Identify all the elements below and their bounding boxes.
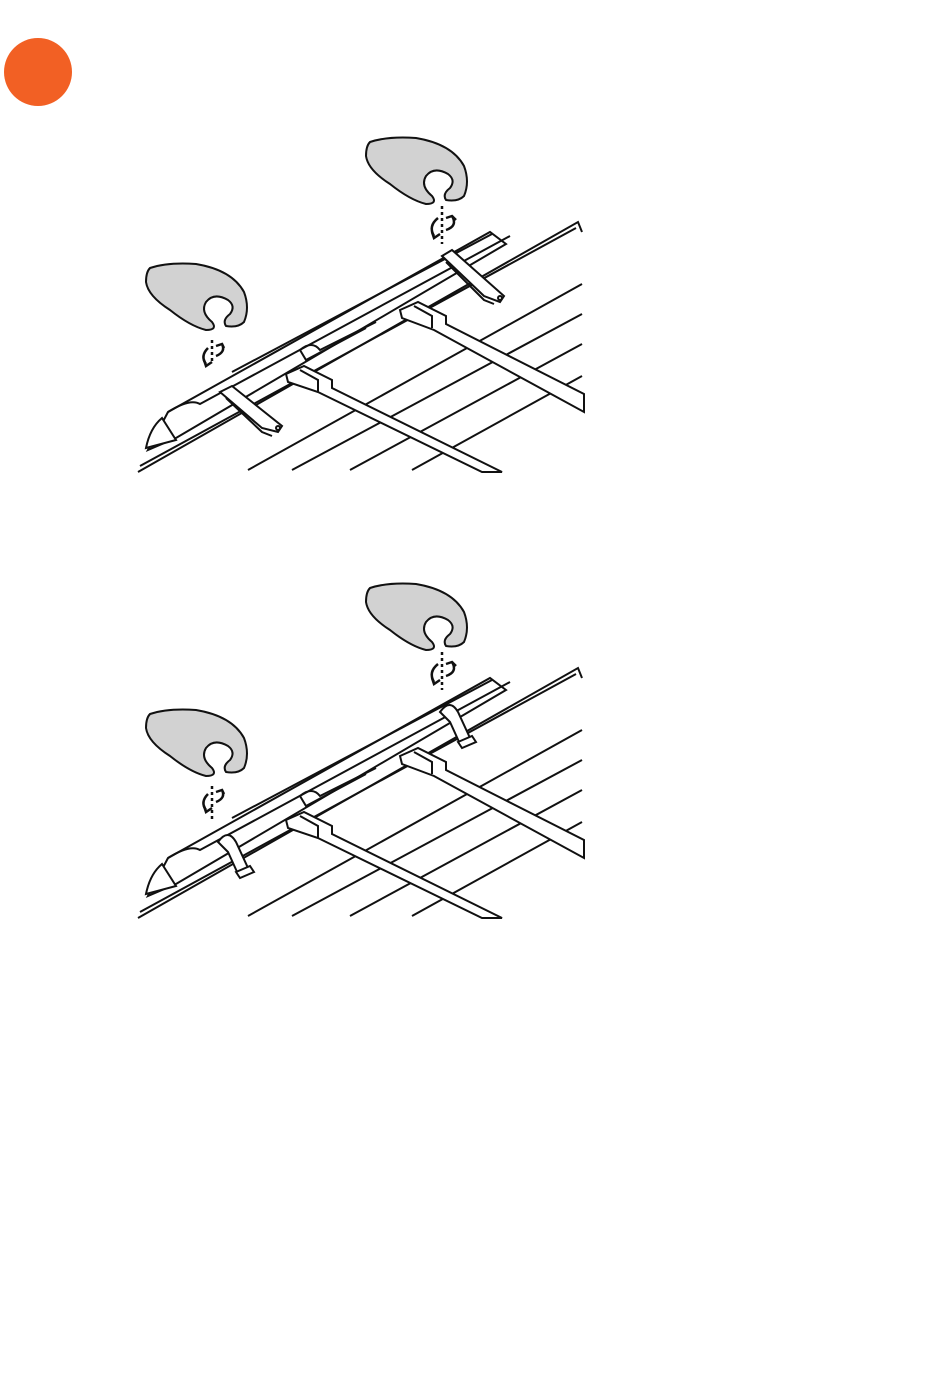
roof-rail-inner [140, 674, 576, 912]
rotate-arrows-left-icon [203, 340, 224, 366]
rotate-arrows-right-icon [432, 652, 456, 690]
hand-left-icon [146, 710, 247, 777]
illustration-open-clamps [130, 130, 590, 480]
hand-right-icon [366, 584, 467, 651]
step-number-badge [4, 38, 72, 106]
figure-closed-clamps [130, 576, 590, 926]
figure-open-clamps [130, 130, 590, 480]
roof-rails [138, 668, 582, 918]
roof-line-3 [350, 344, 582, 470]
rotate-arrows-left-icon [203, 786, 224, 820]
illustration-closed-clamps [130, 576, 590, 926]
roof-rails [138, 222, 582, 472]
roof-line-3 [350, 790, 582, 916]
roof-rail-inner [140, 228, 576, 466]
hand-left-icon [146, 264, 247, 331]
rotate-arrows-right-icon [432, 206, 456, 244]
hand-right-icon [366, 138, 467, 205]
